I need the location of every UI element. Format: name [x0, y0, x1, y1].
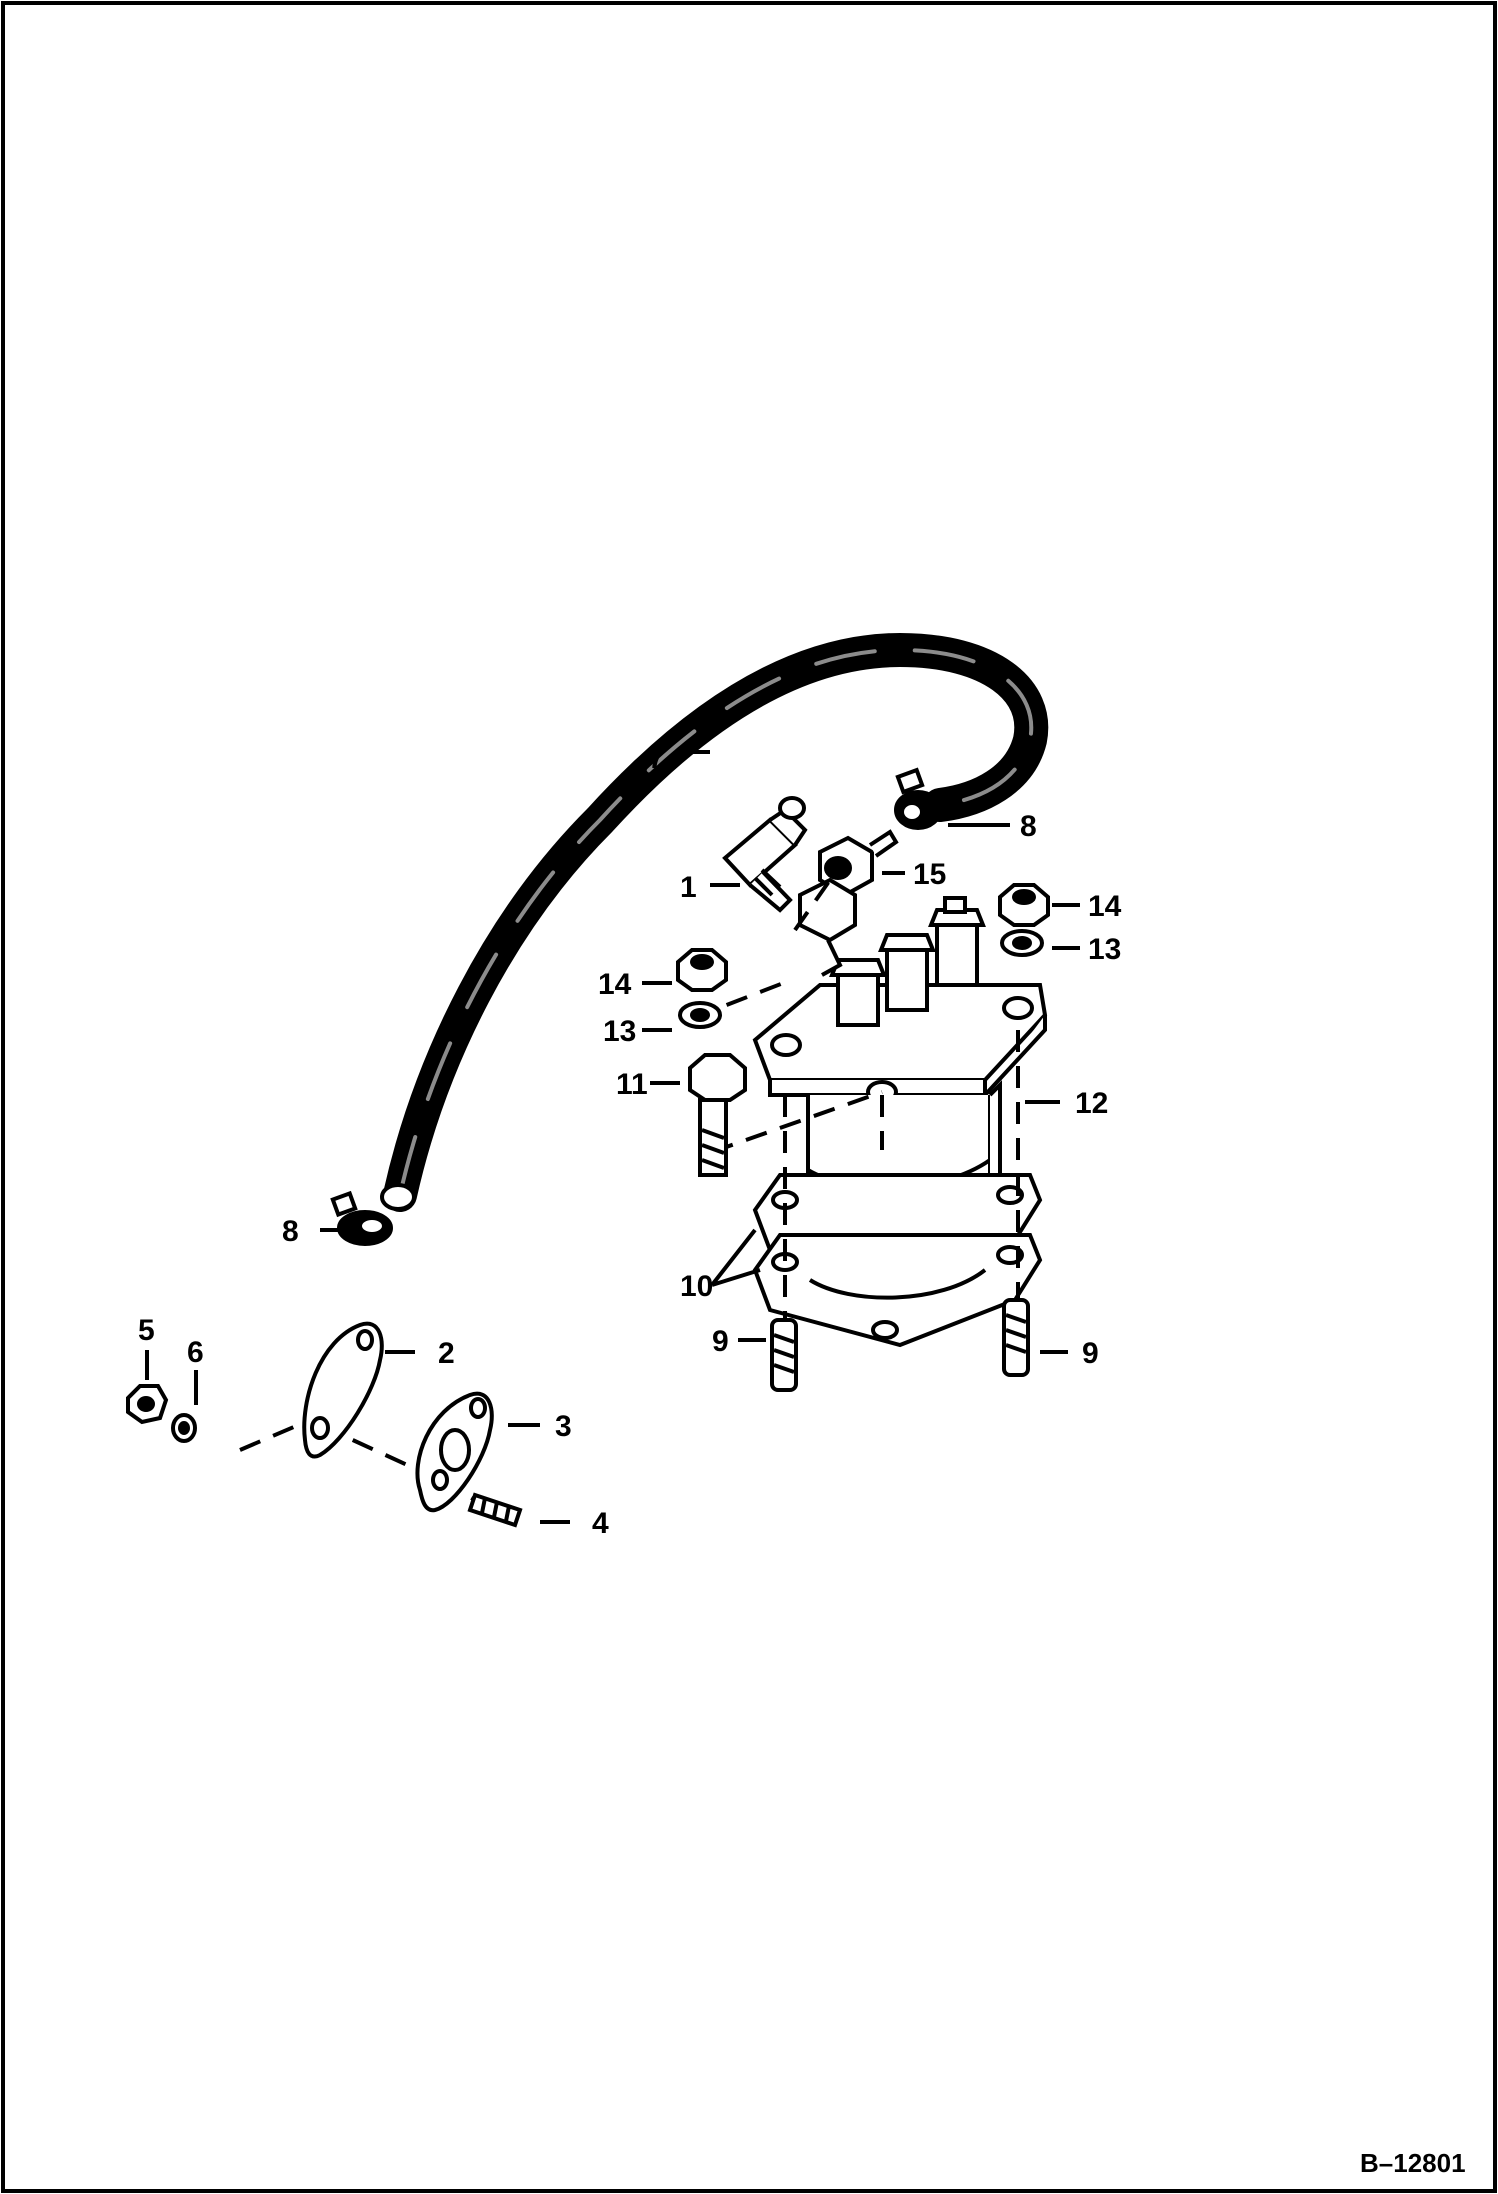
- callout-1: 1: [680, 871, 697, 904]
- hose-clamp-lower: [330, 1190, 393, 1246]
- figure-id: B–12801: [1360, 2148, 1466, 2178]
- injection-pump: [752, 877, 1048, 1242]
- callout-2: 2: [438, 1337, 455, 1370]
- callout-4: 4: [592, 1507, 609, 1540]
- callout-14-right: 14: [1088, 890, 1122, 923]
- callout-15: 15: [913, 858, 946, 891]
- callout-6: 6: [187, 1336, 204, 1369]
- nut-14-left: [676, 948, 728, 992]
- gasket-3: [415, 1391, 494, 1513]
- nut-5: [126, 1384, 169, 1425]
- callout-14-left: 14: [598, 968, 632, 1001]
- callout-13-right: 13: [1088, 933, 1121, 966]
- callout-5: 5: [138, 1314, 155, 1347]
- nut-14-right: [998, 883, 1050, 927]
- callout-7: 7: [648, 742, 665, 775]
- stud-4: [467, 1492, 523, 1528]
- washer-6: [171, 1413, 197, 1443]
- callout-9-right: 9: [1082, 1337, 1099, 1370]
- stud-9-left: [770, 1318, 798, 1392]
- callout-3: 3: [555, 1410, 572, 1443]
- cover-plate-2: [302, 1321, 384, 1459]
- callout-8-upper: 8: [1020, 810, 1037, 843]
- leader-lines: [145, 750, 1080, 1524]
- callout-8-lower: 8: [282, 1215, 299, 1248]
- callout-9-left: 9: [712, 1325, 729, 1358]
- callout-10: 10: [680, 1270, 713, 1303]
- callout-12: 12: [1075, 1087, 1108, 1120]
- bolt-11: [688, 1053, 747, 1177]
- callout-labels: 7 8 1 15 14 14 13 13 11 12 8 10 9 9 5 6 …: [138, 742, 1122, 1540]
- callout-11: 11: [616, 1068, 648, 1101]
- hose-clamp-upper: [894, 767, 942, 830]
- stud-9-right: [1002, 1298, 1030, 1377]
- banjo-fitting: [722, 796, 808, 913]
- callout-13-left: 13: [603, 1015, 636, 1048]
- washer-13-right: [1000, 929, 1044, 957]
- washer-13-left: [678, 1001, 722, 1029]
- fuel-hose: [380, 632, 1049, 1212]
- gasket-lower: [752, 1233, 1043, 1348]
